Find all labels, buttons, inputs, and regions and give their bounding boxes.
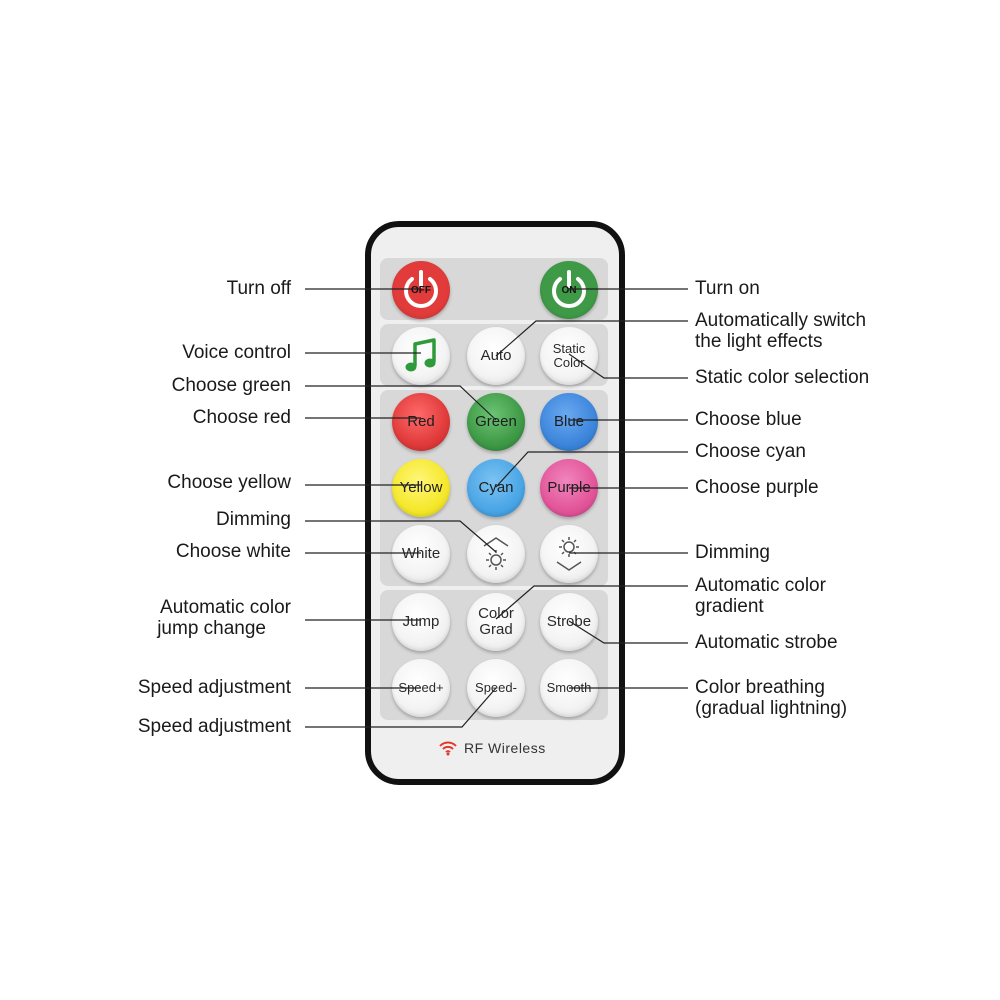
red-button[interactable]: Red <box>392 393 450 451</box>
label-voice-control: Voice control <box>182 342 291 363</box>
yellow-button[interactable]: Yellow <box>392 459 450 517</box>
on-label: ON <box>561 284 577 296</box>
line-auto-strobe <box>568 620 688 644</box>
cyan-label: Cyan <box>478 479 514 497</box>
purple-label: Purple <box>547 479 591 497</box>
label-auto-switch-line2: the light effects <box>695 331 823 352</box>
line-dimming-left <box>305 520 497 553</box>
label-choose-yellow: Choose yellow <box>167 472 291 493</box>
static-color-button[interactable]: Static Color <box>540 327 598 385</box>
label-auto-strobe: Automatic strobe <box>695 632 838 653</box>
label-auto-jump-line2: jump change <box>157 618 266 639</box>
line-auto-grad <box>495 585 688 620</box>
jump-button[interactable]: Jump <box>392 593 450 651</box>
color-grad-label: Color Grad <box>478 605 514 638</box>
rf-wireless-text: RF Wireless <box>464 740 546 756</box>
green-button[interactable]: Green <box>467 393 525 451</box>
label-breathing-line1: Color breathing <box>695 677 825 698</box>
blue-label: Blue <box>553 413 585 431</box>
strobe-button[interactable]: Strobe <box>540 593 598 651</box>
label-turn-off: Turn off <box>226 278 291 299</box>
white-button[interactable]: White <box>392 525 450 583</box>
label-static-selection: Static color selection <box>695 367 870 388</box>
label-auto-switch-line1: Automatically switch <box>695 310 867 331</box>
voice-control-button[interactable] <box>392 327 450 385</box>
brightness-down-icon <box>556 537 582 571</box>
label-choose-cyan: Choose cyan <box>695 441 806 462</box>
white-label: White <box>401 545 441 563</box>
label-auto-jump-line1: Automatic color <box>160 597 291 618</box>
label-auto-grad-line1: Automatic color <box>695 575 826 596</box>
yellow-label: Yellow <box>399 479 443 497</box>
power-icon <box>404 270 438 308</box>
blue-button[interactable]: Blue <box>540 393 598 451</box>
line-static-sel <box>568 353 688 379</box>
wifi-icon <box>439 741 457 756</box>
rf-wireless-branding: RF Wireless <box>438 738 568 758</box>
dim-down-button[interactable] <box>540 525 598 583</box>
jump-label: Jump <box>402 613 440 631</box>
label-speed-adjustment-1: Speed adjustment <box>137 677 291 698</box>
line-auto-switch <box>495 320 688 357</box>
label-breathing-line2: (gradual lightning) <box>695 698 848 719</box>
on-button[interactable]: ON <box>540 261 598 319</box>
label-choose-green: Choose green <box>171 375 291 396</box>
label-choose-white: Choose white <box>175 541 291 562</box>
label-speed-adjustment-2: Speed adjustment <box>137 716 291 737</box>
line-choose-green <box>305 385 497 421</box>
label-choose-red: Choose red <box>192 407 291 428</box>
speed-minus-label: Speed- <box>475 680 517 696</box>
line-speed-adj-2 <box>305 687 497 728</box>
label-choose-blue: Choose blue <box>695 409 802 430</box>
music-note-icon <box>405 338 436 372</box>
brightness-up-icon <box>483 537 509 570</box>
label-dimming-right: Dimming <box>695 542 770 563</box>
power-icon <box>552 270 586 308</box>
green-label: Green <box>475 413 517 431</box>
auto-button[interactable]: Auto <box>467 327 525 385</box>
label-choose-purple: Choose purple <box>695 477 819 498</box>
label-turn-on: Turn on <box>695 278 760 299</box>
off-label: OFF <box>411 284 431 296</box>
off-button[interactable]: OFF <box>392 261 450 319</box>
color-grad-button[interactable]: Color Grad <box>467 593 525 651</box>
label-auto-grad-line2: gradient <box>695 596 764 617</box>
label-dimming-left: Dimming <box>216 509 291 530</box>
cyan-button[interactable]: Cyan <box>467 459 525 517</box>
line-choose-cyan <box>495 451 688 488</box>
